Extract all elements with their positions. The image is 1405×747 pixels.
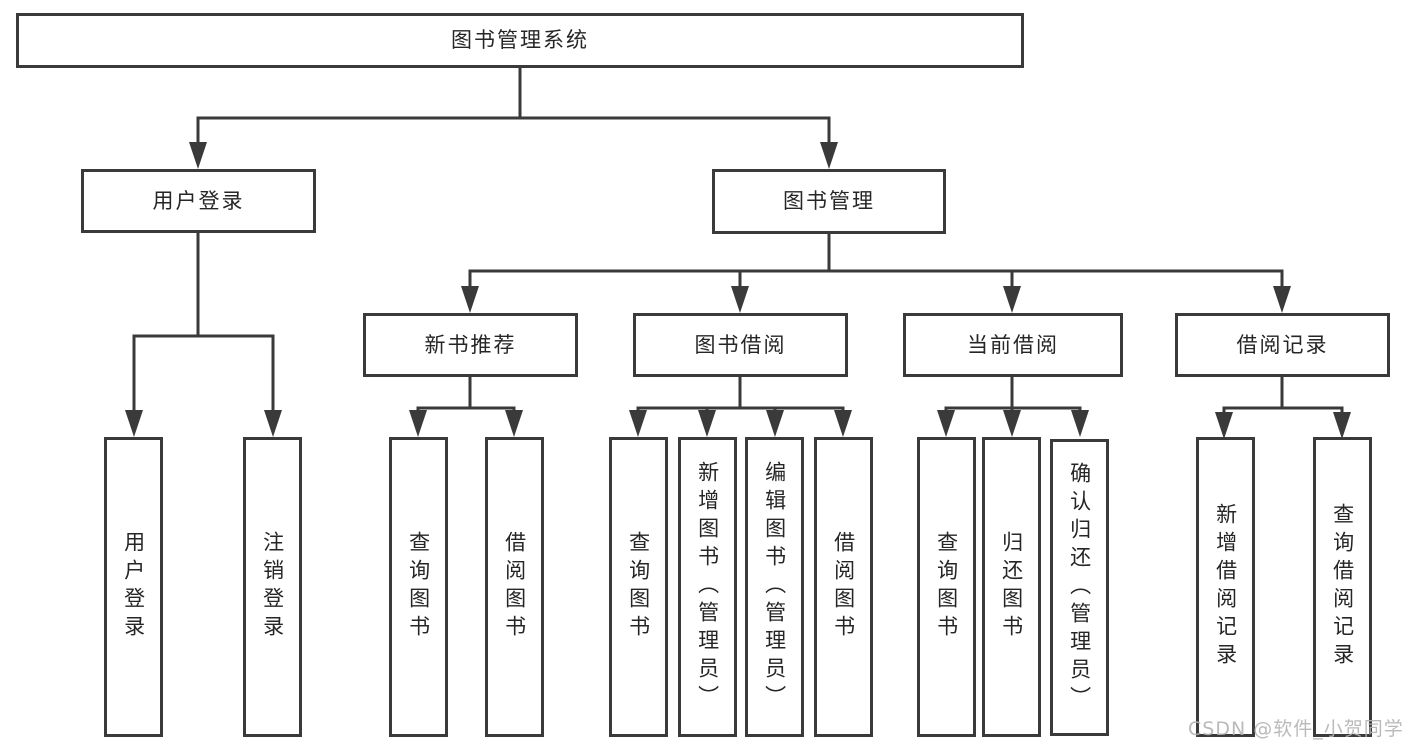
leaf-query-books-borrow: 查询图书 [609, 437, 668, 737]
leaf-user-login: 用户登录 [104, 437, 163, 737]
leaf-edit-book-admin: 编辑图书（管理员） [745, 437, 804, 737]
node-library-system: 图书管理系统 [16, 13, 1024, 68]
node-user-login: 用户登录 [81, 169, 316, 233]
leaf-return-book: 归还图书 [982, 437, 1041, 737]
leaf-borrow-books-borrow: 借阅图书 [814, 437, 873, 737]
leaf-confirm-return-admin: 确认归还（管理员） [1050, 439, 1109, 736]
leaf-add-book-admin: 新增图书（管理员） [678, 437, 737, 737]
node-current-borrow: 当前借阅 [903, 313, 1123, 377]
leaf-logout: 注销登录 [243, 437, 302, 737]
leaf-add-borrow-record: 新增借阅记录 [1196, 437, 1255, 737]
leaf-query-borrow-record: 查询借阅记录 [1313, 437, 1372, 737]
node-book-management: 图书管理 [712, 169, 946, 234]
leaf-query-books-current: 查询图书 [917, 437, 976, 737]
leaf-borrow-books-recommend: 借阅图书 [485, 437, 544, 737]
node-new-book-recommend: 新书推荐 [363, 313, 578, 377]
node-book-borrow: 图书借阅 [633, 313, 848, 377]
watermark: CSDN @软件_小贺同学 [1188, 718, 1404, 740]
leaf-query-books-recommend: 查询图书 [389, 437, 448, 737]
node-borrow-records: 借阅记录 [1175, 313, 1390, 377]
